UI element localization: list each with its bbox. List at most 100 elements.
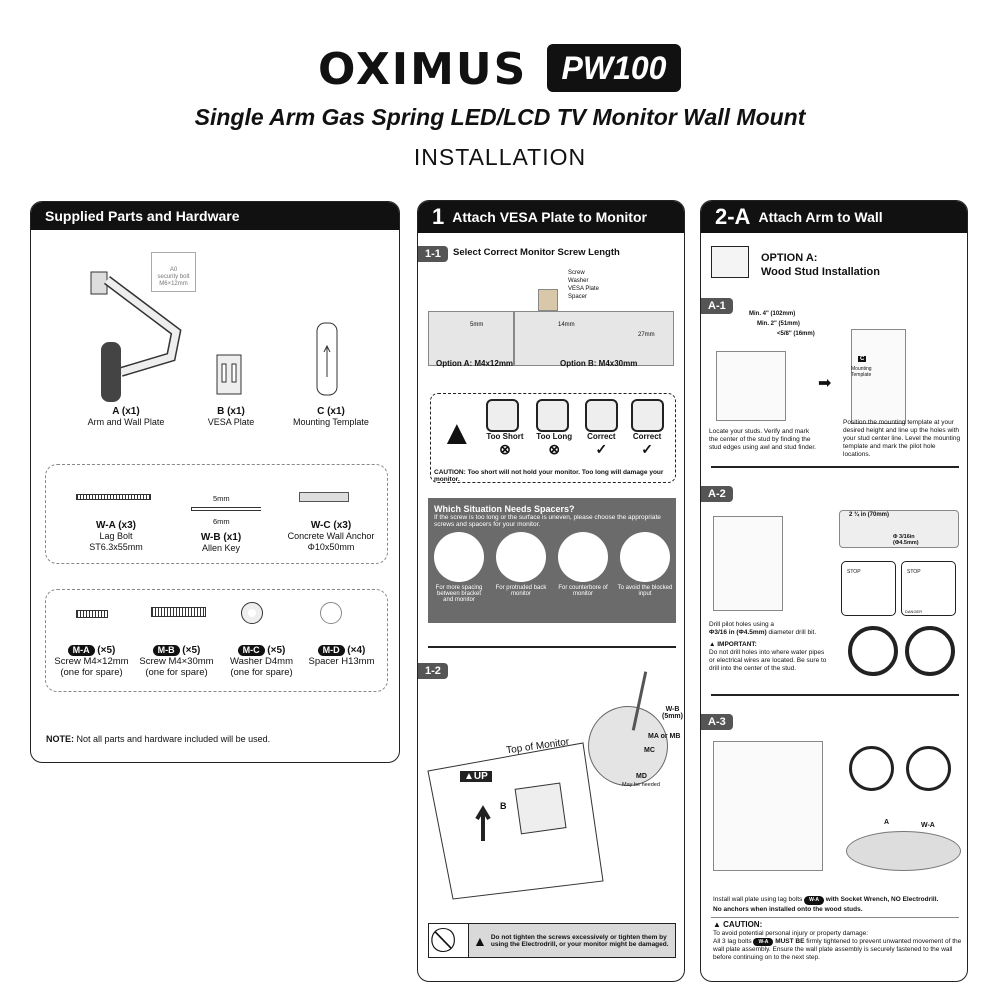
check-correct-b: Correct✓ [630,399,664,458]
product-title: Single Arm Gas Spring LED/LCD TV Monitor… [194,104,806,130]
electrodrill-warning: ⃠ ▲Do not tighten the screws excessively… [428,923,676,958]
tag-a-1: A-1 [701,298,733,314]
a3-install-text: Install wall plate using lag bolts W-A w… [713,896,939,913]
detail-circle [588,706,668,786]
drill-bit-illustration [839,510,959,548]
divider [711,917,959,918]
bolt-id: A0 [169,267,178,273]
part-a-label: A (x1)Arm and Wall Plate [87,406,165,427]
allen-size-6: 6mm [213,517,230,526]
stud-illustration [716,351,786,421]
template-illustration [851,329,906,424]
a1-right-text: Position the mounting template at your d… [843,419,961,458]
md-note: May be needed [622,782,660,788]
lag-bolt-icon [76,494,151,500]
part-md-label: M-D (×4)Spacer H13mm [308,645,375,667]
check-circle-icon: ✓ [595,441,608,457]
tag-a-2: A-2 [701,486,733,502]
x-circle-icon: ⊗ [548,441,561,457]
security-bolt-callout: A0 security bolt M6×12mm [151,252,196,292]
lag-bolt-detail [846,831,961,871]
monitor-illustration [427,742,604,900]
mounting-template-illustration [316,322,338,396]
up-label: ▲UP [460,771,492,782]
option-a-illustration [428,311,514,366]
drill-depth: 2 ¾ in (70mm) [849,512,890,518]
depth-5: 5mm [470,322,484,328]
check-too-short: Too Short⊗ [486,399,524,458]
screw-ma-icon [76,610,108,618]
supplied-parts-panel: Supplied Parts and Hardware A0 security … [30,201,400,763]
spacers-box: Which Situation Needs Spacers? If the sc… [428,498,676,623]
allen-size-5: 5mm [213,494,230,503]
option-a-label: Option A: M4x12mm [436,359,514,368]
bolt-size: M6×12mm [159,281,188,287]
divider [711,694,959,696]
arm-illustration [90,271,182,402]
arrow-right-icon: ➡ [818,375,832,392]
warning-text: Do not tighten the screws excessively or… [490,933,669,948]
part-c-label: C (x1)Mounting Template [293,406,369,427]
divider [711,466,959,468]
washer-icon [241,602,263,624]
ma-label: MA or MB [648,733,681,740]
stud-dimensions: Min. 4" (102mm)Min. 2" (51mm)<5/8" (16mm… [749,311,815,337]
b-label: B [500,801,507,811]
a3-caution: ▲ CAUTION:To avoid potential personal in… [713,920,962,962]
check-circle-icon: ✓ [641,441,653,457]
part-mb-label: M-B (×5)Screw M4×30mm(one for spare) [139,645,214,678]
no-drill-icon: ⃠ [429,924,469,957]
drill-bit-size: Φ 3/16in (Φ4.5mm) [893,534,919,546]
part-ma-label: M-A (×5)Screw M4×12mm(one for spare) [54,645,129,678]
spacer-case: For protruded back monitor [494,532,549,603]
part-b-label: B (x1)VESA Plate [207,406,255,427]
wb-label: W-B (5mm) [661,706,683,720]
drill-stud-illustration [713,516,783,611]
brand-logo: OXIMUS [318,44,528,95]
note: NOTE: Not all parts and hardware include… [46,734,271,744]
check-correct-a: Correct✓ [584,399,618,458]
no-anchor-icon [906,746,951,791]
spacer-case: For more spacing between bracket and mon… [432,532,487,603]
stop-water-pipe-icon: STOP [841,561,896,616]
tag-1-2: 1-2 [418,663,448,679]
tag-a-3: A-3 [701,714,733,730]
spacers-title: Which Situation Needs Spacers? [434,504,575,514]
template-label: Mounting Template [851,366,872,378]
panel-title: Supplied Parts and Hardware [31,202,399,230]
no-off-center-drill-icon [848,626,898,676]
wa-label: W-A [921,822,935,829]
screw-caution-text: CAUTION: Too short will not hold your mo… [434,469,664,483]
wood-stud-icon [711,246,749,278]
mc-label: MC [644,747,655,754]
md-label: MD [636,773,647,780]
spacer-graphic [538,289,558,311]
a-label: A [884,819,890,826]
no-edge-drill-icon [905,626,955,676]
spacers-desc: If the screw is too long or the surface … [434,514,661,528]
warning-icon: ▲ [440,414,474,452]
screw-mb-icon [151,607,206,617]
bolt-name: security bolt [157,274,190,280]
part-mc-label: M-C (×5)Washer D4mm(one for spare) [230,645,293,678]
substep-title: Select Correct Monitor Screw Length [453,247,620,258]
warning-icon: ▲ [473,932,487,949]
option-b-label: Option B: M4x30mm [560,359,638,368]
option-b-illustration [514,311,674,366]
vesa-plate-illustration [216,354,242,395]
model-badge: PW100 [547,44,681,92]
check-too-long: Too Long⊗ [536,399,572,458]
divider [428,646,676,648]
monitor-hardware-group [45,589,388,692]
option-title: OPTION A:Wood Stud Installation [761,252,880,278]
screw-length-caution-box [430,393,676,483]
